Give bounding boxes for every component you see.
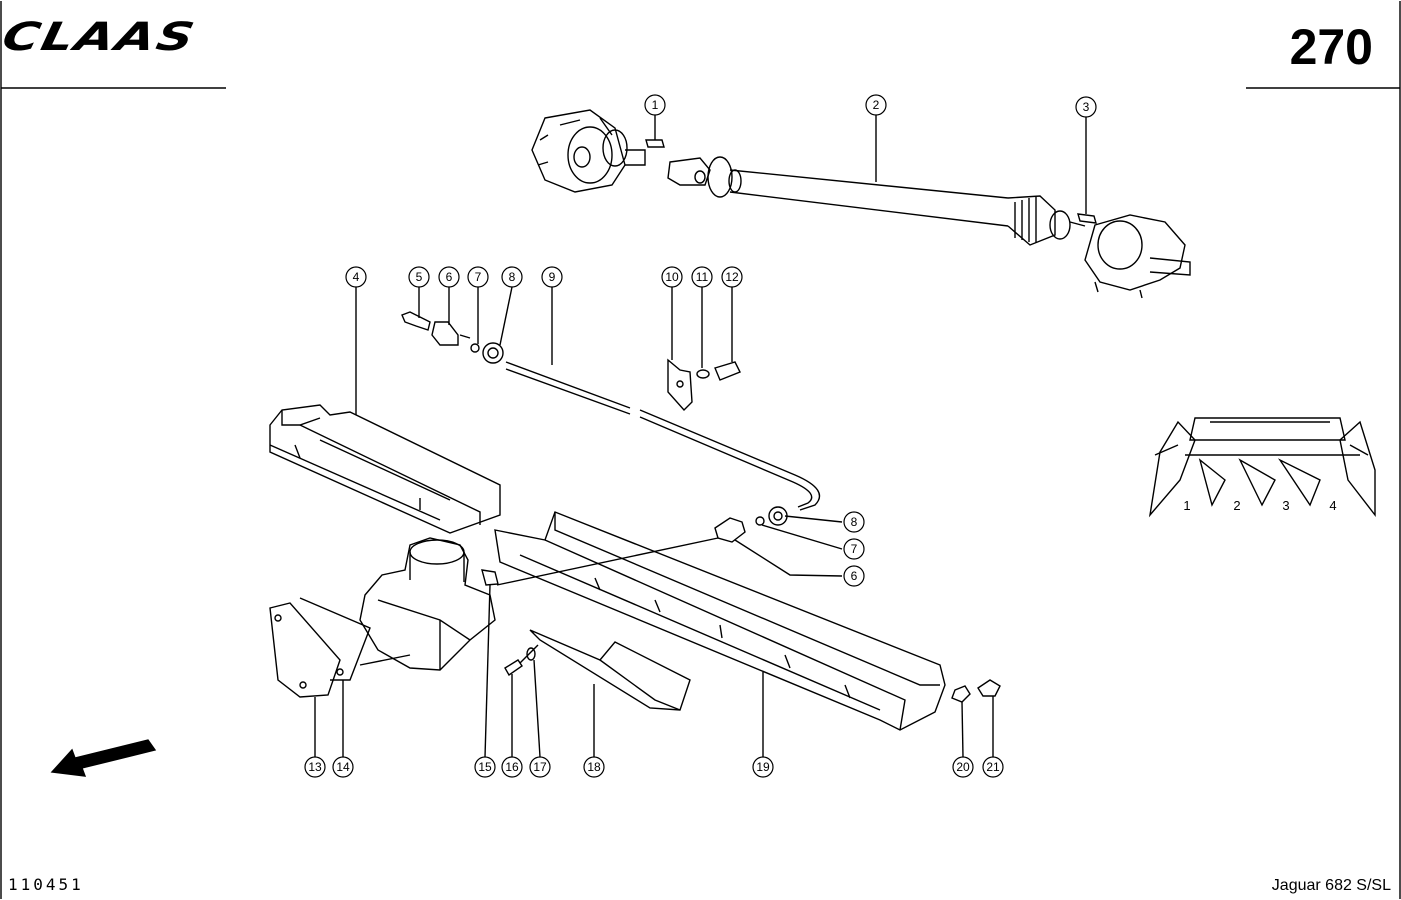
drive-shaft-assembly (531, 109, 1191, 299)
callout-3: 3 (1075, 96, 1097, 118)
svg-text:7: 7 (475, 270, 482, 284)
callout-20: 20 (952, 756, 974, 778)
callout-4: 4 (345, 266, 367, 288)
svg-text:10: 10 (665, 270, 679, 284)
direction-arrow-shape (50, 739, 157, 777)
svg-text:6: 6 (446, 270, 453, 284)
svg-text:3: 3 (1083, 100, 1090, 114)
grease-fittings-right (714, 506, 788, 543)
svg-text:14: 14 (336, 760, 350, 774)
svg-text:15: 15 (478, 760, 492, 774)
callout-6: 6 (438, 266, 460, 288)
svg-text:12: 12 (725, 270, 739, 284)
gearbox-lower (359, 537, 499, 671)
callout-12: 12 (721, 266, 743, 288)
callout-16: 16 (501, 756, 523, 778)
header-inset (1148, 417, 1376, 518)
grease-fittings-top (401, 311, 504, 364)
brand-logo: CLAAS (0, 14, 200, 60)
callout-21: 21 (982, 756, 1004, 778)
callout-1: 1 (644, 94, 666, 116)
svg-text:20: 20 (956, 760, 970, 774)
svg-text:1: 1 (652, 98, 659, 112)
callout-8: 8 (501, 266, 523, 288)
model-name: Jaguar 682 S/SL (1271, 877, 1391, 894)
svg-text:5: 5 (416, 270, 423, 284)
svg-text:2: 2 (873, 98, 880, 112)
svg-text:19: 19 (756, 760, 770, 774)
callout-9: 9 (541, 266, 563, 288)
svg-text:17: 17 (533, 760, 547, 774)
callout-2: 2 (865, 94, 887, 116)
svg-text:21: 21 (986, 760, 1000, 774)
svg-text:8: 8 (851, 515, 858, 529)
inset-label-1: 1 (1183, 498, 1190, 513)
drawing-reference: 110451 (8, 875, 84, 894)
callout-19: 19 (752, 756, 774, 778)
svg-text:18: 18 (587, 760, 601, 774)
callout-15: 15 (474, 756, 496, 778)
callout-5: 5 (408, 266, 430, 288)
shield-left (269, 404, 501, 534)
callout-7-right: 7 (843, 538, 865, 560)
deflector-18 (529, 629, 691, 711)
svg-text:8: 8 (509, 270, 516, 284)
callout-6-right: 6 (843, 565, 865, 587)
callout-10: 10 (661, 266, 683, 288)
shield-main (494, 511, 946, 731)
callout-17: 17 (529, 756, 551, 778)
svg-text:13: 13 (308, 760, 322, 774)
svg-text:7: 7 (851, 542, 858, 556)
callout-7: 7 (467, 266, 489, 288)
svg-text:16: 16 (505, 760, 519, 774)
callout-18: 18 (583, 756, 605, 778)
mounting-plates (269, 597, 411, 698)
callout-13: 13 (304, 756, 326, 778)
page-number: 270 (1289, 19, 1373, 75)
callout-14: 14 (332, 756, 354, 778)
svg-text:9: 9 (549, 270, 556, 284)
svg-text:11: 11 (696, 270, 709, 284)
bracket-10 (667, 358, 741, 412)
svg-text:4: 4 (353, 270, 360, 284)
callout-8-right: 8 (843, 511, 865, 533)
inset-label-2: 2 (1233, 498, 1240, 513)
inset-label-3: 3 (1282, 498, 1289, 513)
svg-text:6: 6 (851, 569, 858, 583)
callout-11: 11 (691, 266, 713, 288)
inset-label-4: 4 (1329, 498, 1336, 513)
